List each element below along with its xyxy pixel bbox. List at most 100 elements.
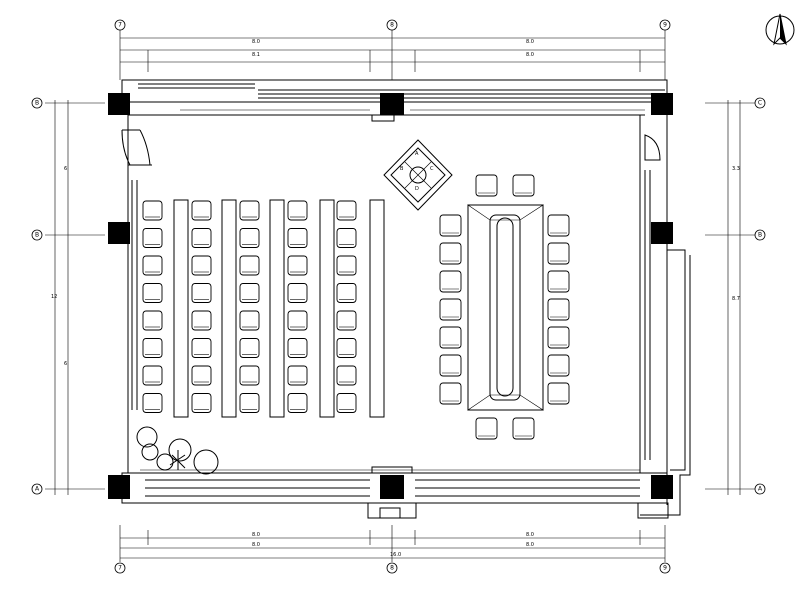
lectern-table bbox=[383, 139, 453, 211]
desk-5 bbox=[369, 199, 385, 418]
axis-bubble-left-1 bbox=[31, 97, 43, 109]
axis-label-bottom-3: 9 bbox=[663, 565, 667, 572]
dim-bottom-inner-2: 8.0 bbox=[526, 542, 534, 548]
conference-chair-left-5 bbox=[439, 326, 462, 349]
classroom-seating bbox=[142, 199, 385, 418]
axis-label-right-2: B bbox=[758, 232, 762, 239]
conference-table bbox=[467, 204, 545, 411]
conference-chair-left-1 bbox=[439, 214, 462, 237]
dim-left-inner-2: 6 bbox=[64, 361, 67, 367]
seat-chair-2-8 bbox=[191, 393, 212, 413]
conference-chair-right-2 bbox=[547, 242, 570, 265]
seat-chair-5-2 bbox=[336, 228, 357, 248]
seat-chair-4-5 bbox=[287, 310, 308, 331]
seat-chair-3-6 bbox=[239, 338, 260, 358]
axis-label-bottom-2: 8 bbox=[390, 565, 394, 572]
seat-chair-2-5 bbox=[191, 310, 212, 331]
seat-chair-4-6 bbox=[287, 338, 308, 358]
seat-chair-2-6 bbox=[191, 338, 212, 358]
seat-chair-4-4 bbox=[287, 283, 308, 303]
seat-chair-4-1 bbox=[287, 200, 308, 221]
seat-chair-5-6 bbox=[336, 338, 357, 358]
lectern-label-b: B bbox=[400, 166, 404, 172]
desk-3 bbox=[269, 199, 285, 418]
dim-bottom-outer-1: 8.0 bbox=[252, 532, 260, 538]
seat-chair-2-7 bbox=[191, 365, 212, 386]
conference-chair-right-3 bbox=[547, 270, 570, 293]
seat-chair-5-3 bbox=[336, 255, 357, 276]
seat-chair-3-2 bbox=[239, 228, 260, 248]
top-dimension-lines bbox=[119, 28, 666, 80]
dim-left-inner-1: 6 bbox=[64, 166, 67, 172]
conference-chair-right-5 bbox=[547, 326, 570, 349]
lectern-label-a: A bbox=[415, 151, 419, 157]
dim-bottom-inner-1: 8.0 bbox=[252, 542, 260, 548]
axis-label-right-1: C bbox=[758, 100, 762, 107]
seat-chair-4-2 bbox=[287, 228, 308, 248]
seat-chair-1-3 bbox=[142, 255, 163, 276]
conference-chair-bottom-1 bbox=[475, 417, 498, 440]
axis-label-left-3: A bbox=[35, 486, 40, 493]
axis-bubble-top-3 bbox=[659, 19, 671, 31]
desk-1 bbox=[173, 199, 189, 418]
conference-chair-left-6 bbox=[439, 354, 462, 377]
seat-chair-2-3 bbox=[191, 255, 212, 276]
seat-chair-3-3 bbox=[239, 255, 260, 276]
seat-chair-1-8 bbox=[142, 393, 163, 413]
dim-left-outer: 12 bbox=[51, 294, 57, 300]
seat-chair-1-6 bbox=[142, 338, 163, 358]
conference-chair-left-7 bbox=[439, 382, 462, 405]
axis-bubble-right-3 bbox=[754, 483, 766, 495]
right-dimension-lines bbox=[705, 100, 755, 495]
dim-bottom-total: 16.0 bbox=[390, 552, 401, 558]
dim-bottom-outer-2: 8.0 bbox=[526, 532, 534, 538]
dim-top-outer-1: 8.0 bbox=[252, 39, 260, 45]
seat-chair-4-8 bbox=[287, 393, 308, 413]
seat-chair-4-7 bbox=[287, 365, 308, 386]
desk-4 bbox=[319, 199, 335, 418]
axis-bubble-top-2 bbox=[386, 19, 398, 31]
seat-chair-3-4 bbox=[239, 283, 260, 303]
conference-chair-right-4 bbox=[547, 298, 570, 321]
seat-chair-1-1 bbox=[142, 200, 163, 221]
seat-chair-2-4 bbox=[191, 283, 212, 303]
conference-chair-right-7 bbox=[547, 382, 570, 405]
conference-chairs bbox=[439, 174, 570, 440]
north-compass bbox=[765, 13, 795, 46]
conference-chair-right-6 bbox=[547, 354, 570, 377]
axis-bubble-bottom-1 bbox=[114, 562, 126, 574]
axis-label-top-3: 9 bbox=[663, 22, 667, 29]
axis-bubble-bottom-3 bbox=[659, 562, 671, 574]
seat-chair-1-2 bbox=[142, 228, 163, 248]
conference-chair-bottom-2 bbox=[512, 417, 535, 440]
seat-chair-5-5 bbox=[336, 310, 357, 331]
conference-chair-top-1 bbox=[475, 174, 498, 197]
structural-columns bbox=[108, 93, 673, 499]
axis-label-bottom-1: 7 bbox=[118, 565, 122, 572]
seat-chair-3-1 bbox=[239, 200, 260, 221]
seat-chair-2-1 bbox=[191, 200, 212, 221]
seat-chair-1-4 bbox=[142, 283, 163, 303]
doors bbox=[121, 114, 669, 519]
axis-bubble-right-2 bbox=[754, 229, 766, 241]
axis-label-left-1: B bbox=[35, 100, 39, 107]
axis-label-top-1: 7 bbox=[118, 22, 122, 29]
dim-right-1: 3.3 bbox=[732, 166, 740, 172]
axis-label-left-2: B bbox=[35, 232, 39, 239]
dim-top-outer-2: 8.0 bbox=[526, 39, 534, 45]
seat-chair-5-1 bbox=[336, 200, 357, 221]
axis-bubble-right-1 bbox=[754, 97, 766, 109]
seat-chair-1-5 bbox=[142, 310, 163, 331]
seat-chair-5-4 bbox=[336, 283, 357, 303]
lectern-label-d: D bbox=[415, 186, 419, 192]
left-dimension-lines bbox=[45, 100, 105, 495]
dim-top-inner-2: 8.0 bbox=[526, 52, 534, 58]
desk-2 bbox=[221, 199, 237, 418]
seat-chair-3-8 bbox=[239, 393, 260, 413]
plants bbox=[136, 426, 219, 475]
axis-label-top-2: 8 bbox=[390, 22, 394, 29]
bottom-dimension-lines bbox=[119, 525, 666, 562]
conference-chair-left-4 bbox=[439, 298, 462, 321]
axis-label-right-3: A bbox=[758, 486, 763, 493]
